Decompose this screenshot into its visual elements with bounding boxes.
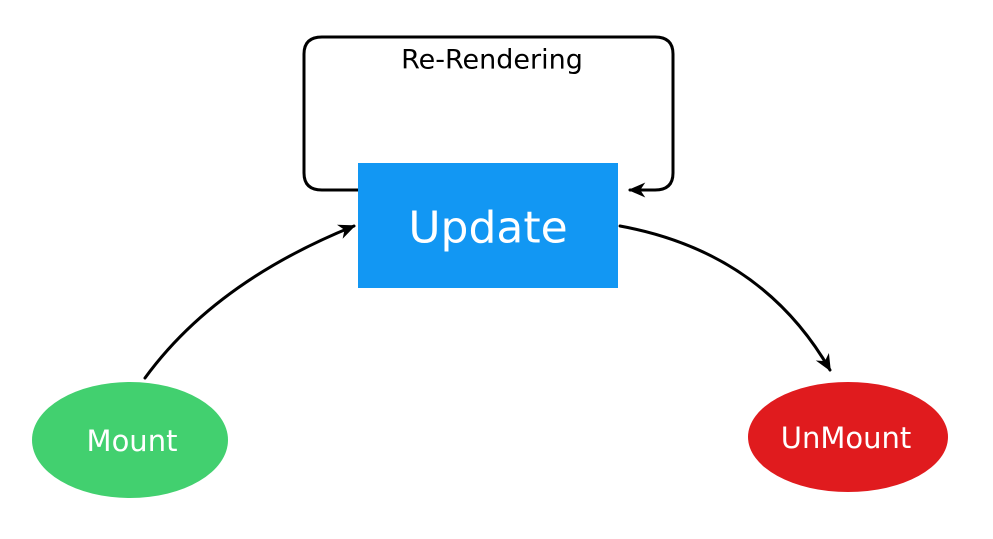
mount-node-label: Mount [87,424,178,458]
update-node-label: Update [408,203,567,254]
edge-mount-to-update [143,224,356,380]
unmount-node [748,382,948,492]
re-rendering-label: Re-Rendering [401,45,583,76]
mount-node [32,382,228,498]
edge-update-self-loop [302,35,675,198]
edge-update-to-unmount [618,224,832,372]
unmount-node-label: UnMount [781,421,912,455]
update-node [358,163,618,288]
